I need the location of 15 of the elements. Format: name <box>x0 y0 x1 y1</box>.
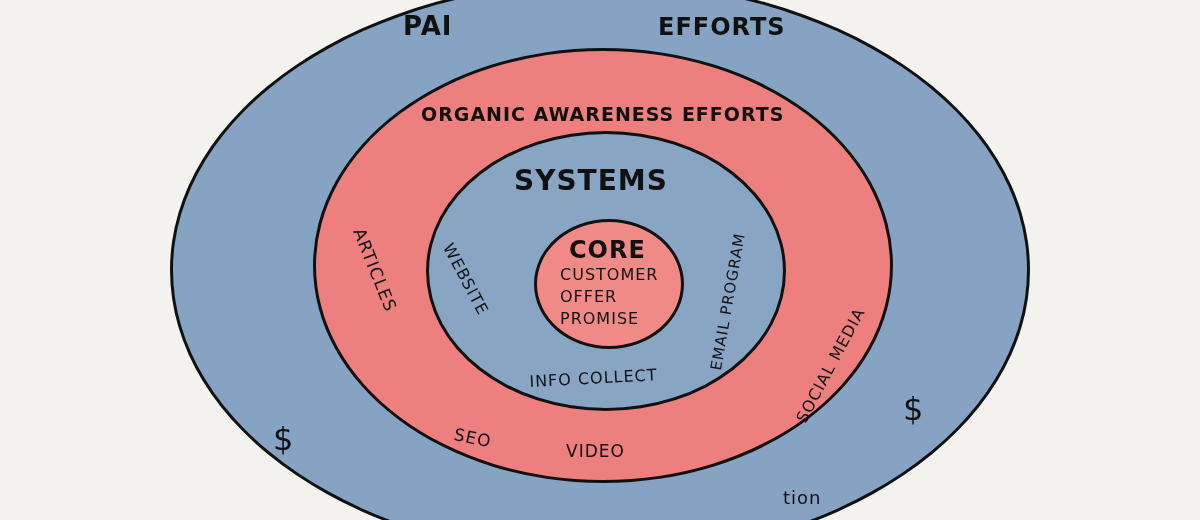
ring-item: PROMISE <box>560 311 640 327</box>
ring-title: PAI <box>403 13 453 39</box>
ring-item: CUSTOMER <box>560 267 659 283</box>
ring-item: tion <box>783 489 822 507</box>
ring-item: OFFER <box>560 289 618 305</box>
dollar-sign: $ <box>903 393 925 425</box>
ring-title: ORGANIC AWARENESS EFFORTS <box>421 105 785 124</box>
dollar-sign: $ <box>273 423 295 455</box>
ring-item: INFO COLLECT <box>529 367 658 390</box>
ring-item: VIDEO <box>566 443 625 460</box>
ring-item: SEO <box>452 426 494 451</box>
ring-title: SYSTEMS <box>514 167 668 195</box>
ring-item: EMAIL PROGRAM <box>709 231 748 372</box>
ring-title: EFFORTS <box>658 15 786 39</box>
ring-title: CORE <box>569 238 646 262</box>
